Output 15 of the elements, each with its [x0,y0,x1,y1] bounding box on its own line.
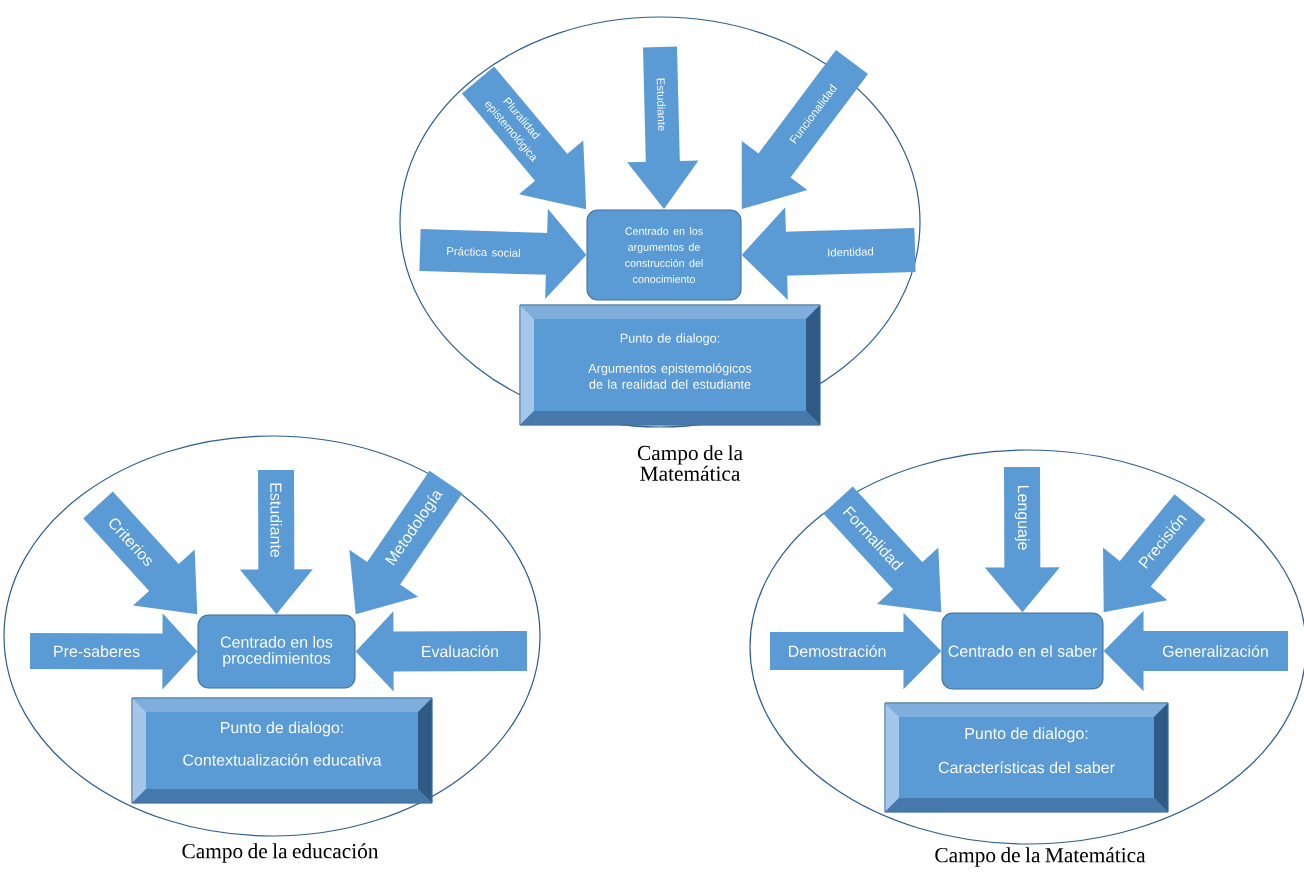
node-label: Campo de la Matemática [637,445,743,481]
edge-label: Lenguaje [1014,485,1030,550]
bevel-box: Punto de dialogo: Argumentos epistemológicos de la realidad del estudiante [519,304,821,426]
edge-label: Estudiante [656,78,666,131]
node-label: Campo de la educación [182,843,379,863]
bevel-box: Punto de dialogo: Características del saber [884,702,1169,813]
edge-label: Demostración [789,645,886,657]
edge-label: Identidad [828,247,874,257]
edge-label: Pre-saberes [54,645,140,658]
edge-label: Evaluación [422,645,499,658]
node-label: Campo de la Matemática [935,847,1146,867]
edge-label: Generalización [1162,645,1268,657]
edge-label: Estudiante [270,483,283,558]
edge-label: Práctica social [447,247,520,258]
bevel-box: Punto de dialogo: Contextualización educativa [131,697,433,804]
